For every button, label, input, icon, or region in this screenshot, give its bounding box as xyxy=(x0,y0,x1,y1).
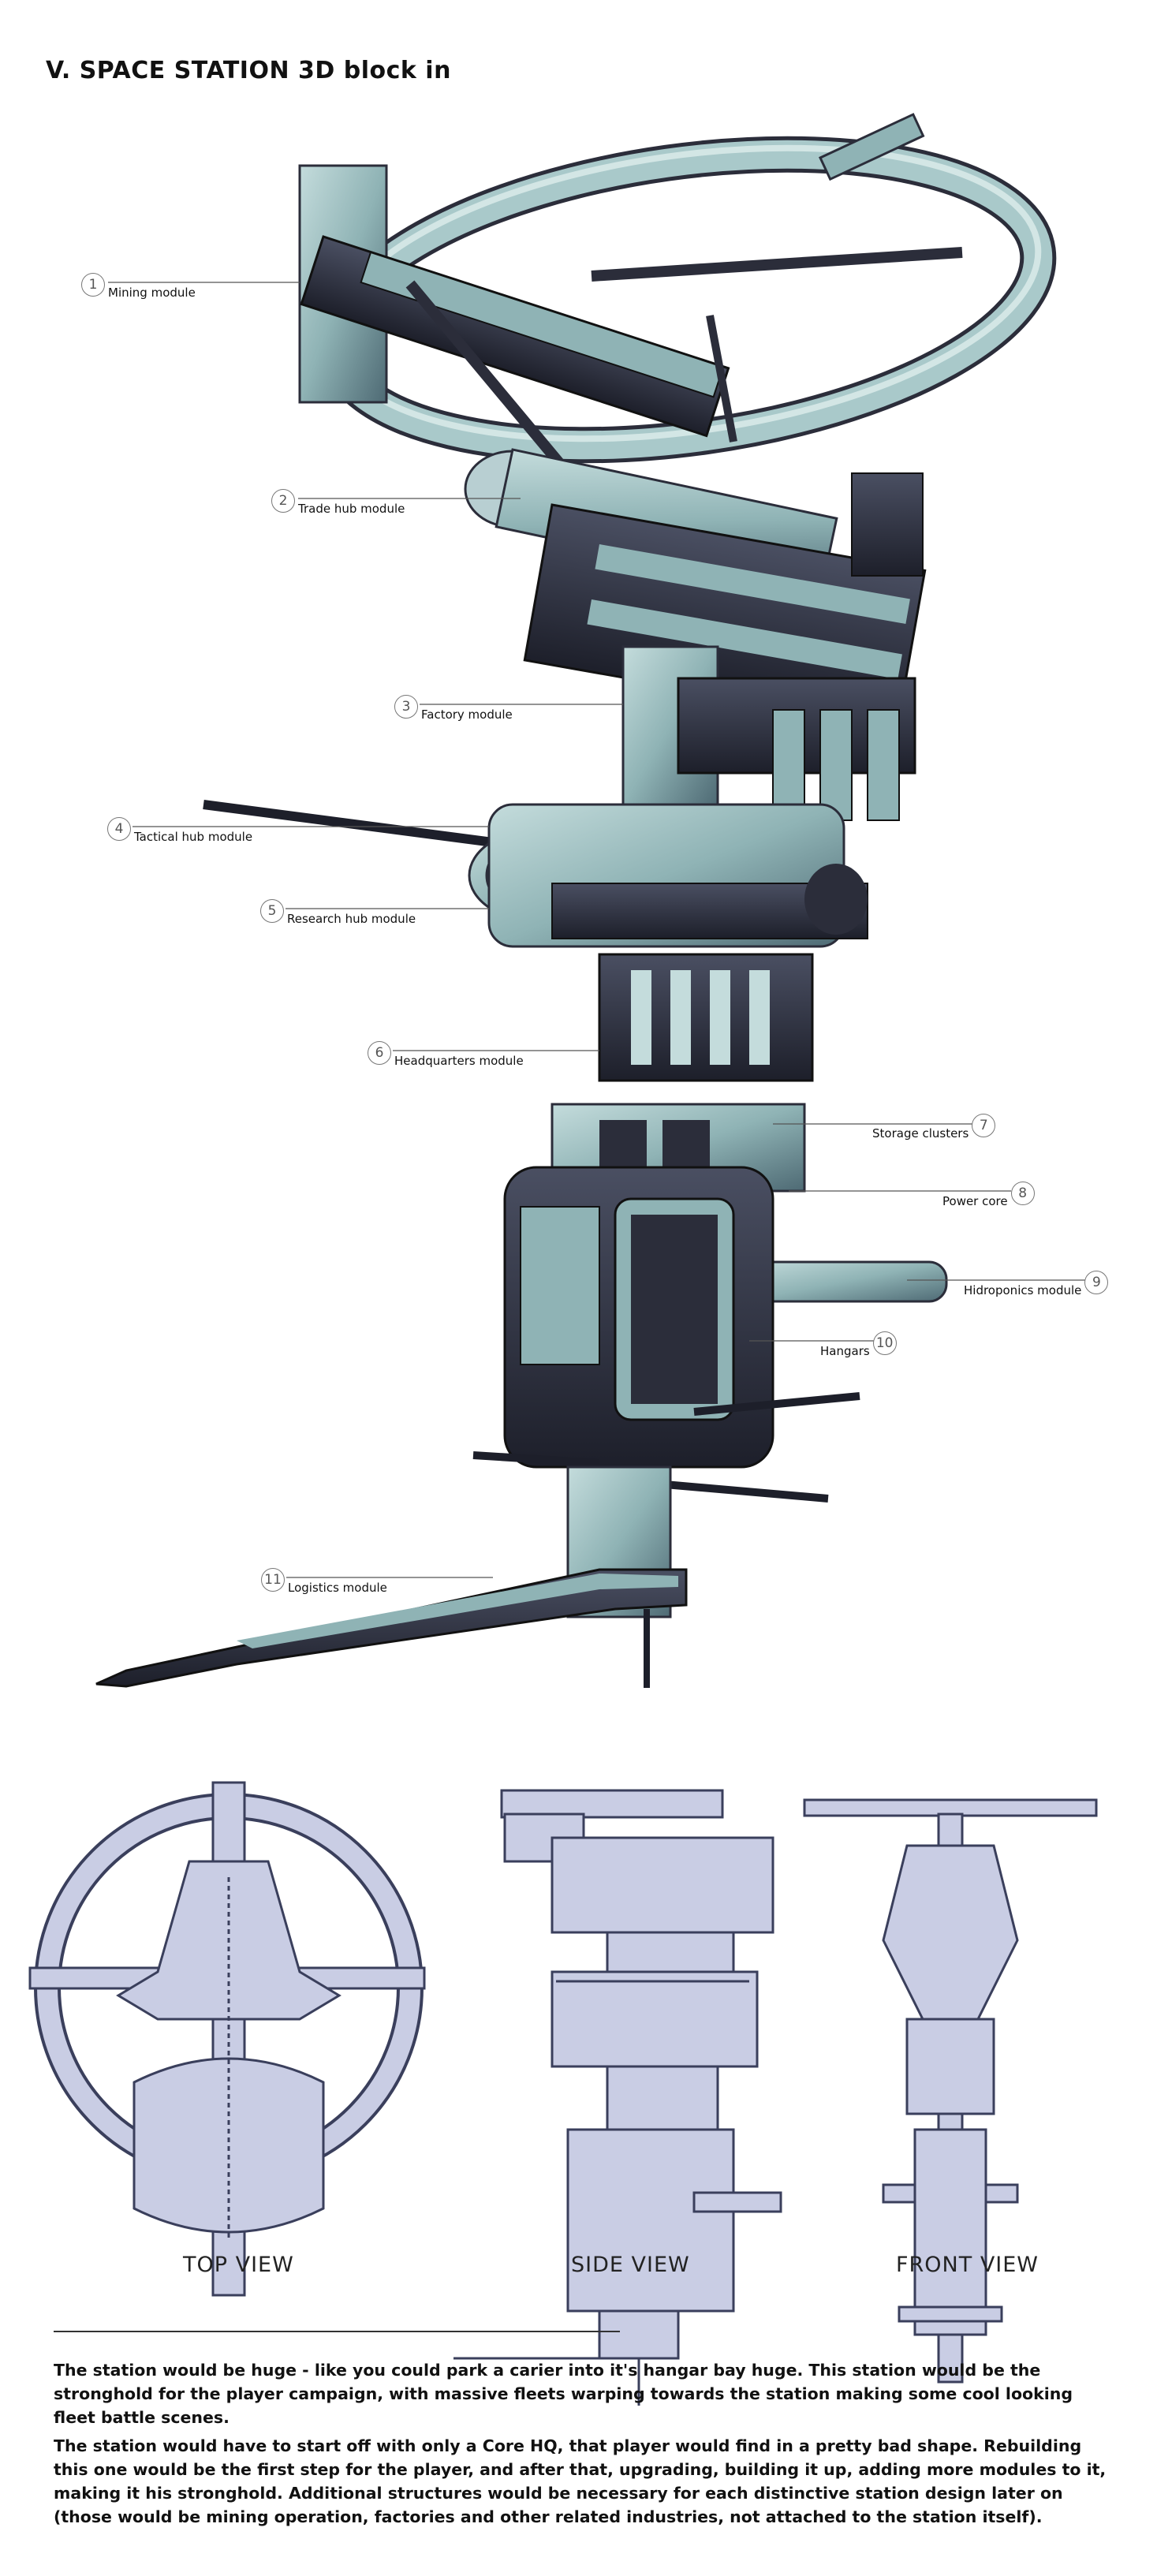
callout-number: 10 xyxy=(872,1331,897,1355)
station-3d-illustration xyxy=(95,113,1095,1688)
headquarters-module-shape xyxy=(598,953,814,1082)
hangars-shape xyxy=(472,1166,860,1503)
callout-label: Storage clusters xyxy=(872,1126,969,1141)
callout-power-core: Power core 8 xyxy=(942,1178,1035,1208)
callout-number: 8 xyxy=(1010,1182,1035,1205)
callout-number: 4 xyxy=(107,817,131,841)
callout-leader-lines xyxy=(108,282,1095,1578)
divider xyxy=(54,2331,620,2332)
callout-number: 1 xyxy=(81,273,105,297)
callout-number: 9 xyxy=(1084,1271,1109,1294)
callout-logistics-module: 11 Logistics module xyxy=(261,1565,387,1595)
front-view-drawing xyxy=(803,1798,1098,2384)
description-paragraph-1: The station would be huge - like you cou… xyxy=(54,2361,1073,2427)
callout-label: Power core xyxy=(942,1194,1008,1208)
factory-module-shape xyxy=(621,645,916,821)
top-view-label: TOP VIEW xyxy=(183,2253,294,2277)
logistics-module-shape xyxy=(95,1465,688,1688)
callout-hangars: Hangars 10 xyxy=(820,1328,897,1358)
research-hub-module-shape xyxy=(487,803,868,948)
callout-research-hub-module: 5 Research hub module xyxy=(260,896,416,926)
callout-label: Factory module xyxy=(421,707,513,722)
top-view-drawing xyxy=(28,1781,426,2297)
callout-tactical-hub-module: 4 Tactical hub module xyxy=(107,814,252,844)
front-view-label: FRONT VIEW xyxy=(896,2253,1039,2277)
mining-module-shape xyxy=(298,113,1057,477)
callout-number: 2 xyxy=(271,489,295,513)
callout-label: Trade hub module xyxy=(298,502,405,516)
callout-headquarters-module: 6 Headquarters module xyxy=(368,1038,524,1068)
callout-label: Tactical hub module xyxy=(134,830,253,844)
callout-number: 5 xyxy=(260,899,284,923)
side-view-drawing xyxy=(453,1789,782,2406)
page-title: V. SPACE STATION 3D block in xyxy=(46,57,451,84)
callout-number: 3 xyxy=(394,695,418,719)
callout-factory-module: 3 Factory module xyxy=(394,692,513,722)
callout-label: Logistics module xyxy=(288,1581,387,1595)
description-paragraph-2: The station would have to start off with… xyxy=(54,2436,1107,2526)
callout-trade-hub-module: 2 Trade hub module xyxy=(271,486,405,516)
callout-label: Headquarters module xyxy=(394,1054,524,1068)
callout-label: Research hub module xyxy=(287,912,416,926)
callout-storage-clusters: Storage clusters 7 xyxy=(872,1111,996,1141)
callout-number: 6 xyxy=(368,1041,391,1065)
side-view-label: SIDE VIEW xyxy=(571,2253,690,2277)
callout-label: Hangars xyxy=(820,1344,870,1358)
callout-hidroponics-module: Hidroponics module 9 xyxy=(964,1267,1109,1297)
callout-mining-module: 1 Mining module xyxy=(81,270,196,300)
callout-label: Hidroponics module xyxy=(964,1283,1082,1297)
callout-number: 11 xyxy=(261,1568,285,1592)
callout-label: Mining module xyxy=(108,286,196,300)
callout-number: 7 xyxy=(972,1114,996,1137)
